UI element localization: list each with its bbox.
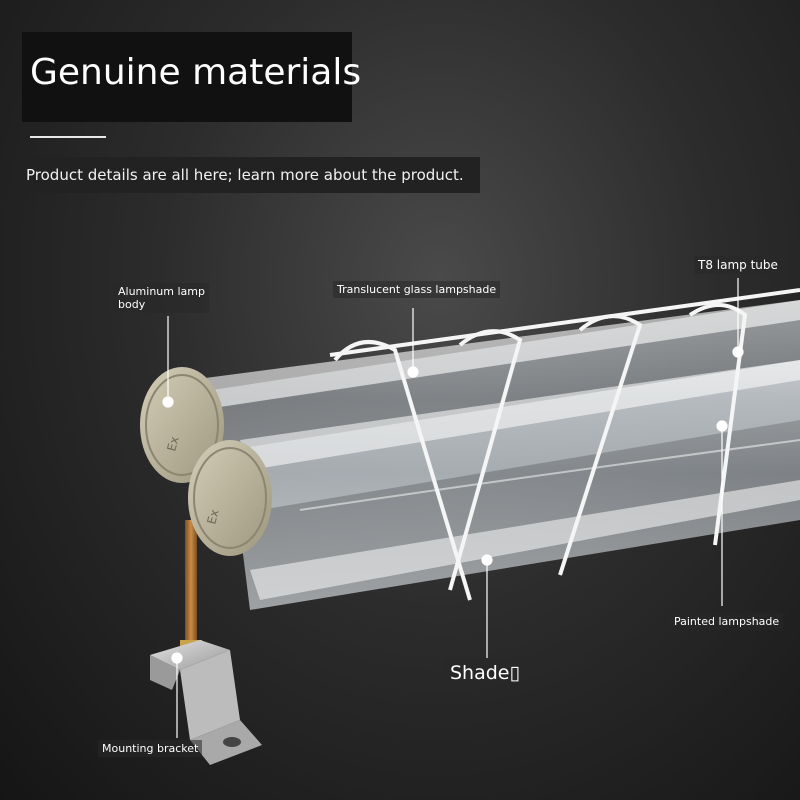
callout-aluminum-line2: body	[118, 298, 146, 311]
callout-painted-lampshade: Painted lampshade	[670, 613, 784, 630]
end-cap-front: Ex	[188, 440, 272, 556]
callout-translucent-glass-lampshade: Translucent glass lampshade	[333, 281, 501, 298]
callout-aluminum-lamp-body: Aluminum lamp body	[114, 283, 209, 313]
mounting-bracket-shape	[150, 640, 262, 765]
callout-mounting-bracket: Mounting bracket	[98, 740, 203, 757]
front-lamp-tube	[230, 360, 800, 610]
wire-guard	[329, 288, 800, 601]
subtitle-box: Product details are all here; learn more…	[22, 157, 480, 193]
mounting-rod	[185, 520, 197, 650]
title-box: Genuine materials	[22, 32, 361, 122]
callout-aluminum-line1: Aluminum lamp	[118, 285, 205, 298]
callout-markers	[162, 278, 744, 738]
page-subtitle: Product details are all here; learn more…	[26, 166, 464, 184]
svg-text:Ex: Ex	[164, 435, 181, 453]
svg-text:Ex: Ex	[204, 508, 221, 526]
title-underline	[30, 136, 106, 138]
callout-t8-lamp-tube: T8 lamp tube	[694, 256, 782, 274]
callout-shade: Shade▯	[444, 658, 526, 688]
page-title: Genuine materials	[30, 52, 362, 93]
